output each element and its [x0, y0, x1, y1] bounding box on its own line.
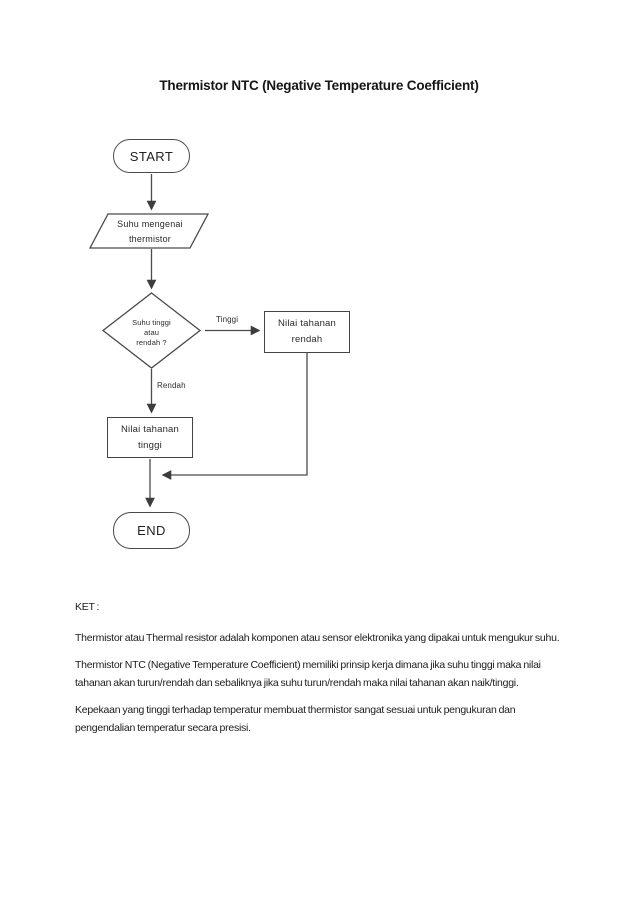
flowchart-node-start: START [113, 139, 190, 173]
high-resistance-label: Nilai tahanan tinggi [120, 423, 180, 451]
decision-diamond-shape [101, 292, 202, 369]
flowchart-node-decision: Suhu tinggi atau rendah ? [106, 313, 197, 353]
flowchart-node-input: Suhu mengenai thermistor [96, 216, 204, 247]
branch-label-rendah: Rendah [157, 381, 186, 390]
notes-paragraph-3: Kepekaan yang tinggi terhadap temperatur… [75, 704, 516, 734]
notes-paragraph-2: Thermistor NTC (Negative Temperature Coe… [75, 659, 541, 689]
start-label: START [129, 148, 174, 164]
notes-heading: KET : [75, 601, 100, 613]
end-label: END [137, 523, 166, 538]
flowchart-node-end: END [113, 512, 190, 549]
page-title: Thermistor NTC (Negative Temperature Coe… [159, 78, 479, 93]
input-parallelogram-shape [88, 213, 210, 249]
input-label: Suhu mengenai thermistor [117, 218, 183, 244]
branch-label-tinggi: Tinggi [216, 315, 239, 324]
low-resistance-label: Nilai tahanan rendah [277, 318, 337, 345]
notes-paragraph-1: Thermistor atau Thermal resistor adalah … [75, 631, 560, 644]
edge-low-return [161, 353, 308, 480]
notes-section: KET : Thermistor atau Thermal resistor a… [75, 599, 575, 747]
decision-label: Suhu tinggi atau rendah ? [132, 318, 171, 347]
flowchart-node-high-resistance: Nilai tahanan tinggi [107, 417, 193, 458]
flowchart-node-low-resistance: Nilai tahanan rendah [264, 311, 350, 353]
